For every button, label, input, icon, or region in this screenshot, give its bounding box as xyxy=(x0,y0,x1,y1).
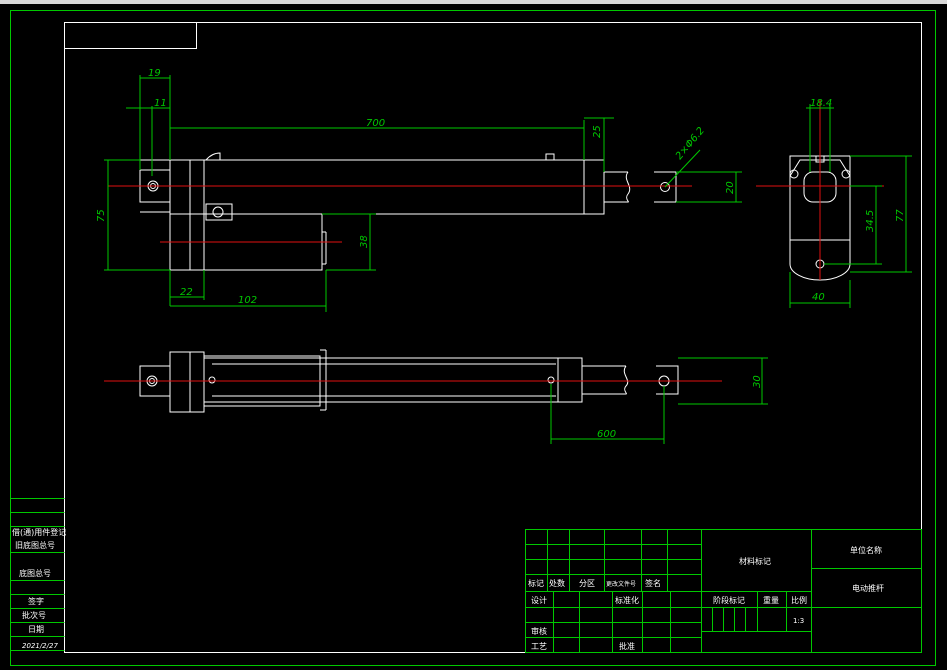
dim-700: 700 xyxy=(366,118,385,129)
strip-borrow-reg: 借(通)用件登记 xyxy=(12,527,66,537)
strip-signature: 签字 xyxy=(28,596,44,606)
tb-biaozhunhua: 标准化 xyxy=(615,595,639,605)
side-view-dimensions xyxy=(789,104,912,308)
tb-jieduan: 阶段标记 xyxy=(713,595,745,605)
tb-pizhun: 批准 xyxy=(619,641,635,651)
extended-view-dimensions xyxy=(550,357,768,444)
dim-102: 102 xyxy=(238,295,257,306)
tb-sheji: 设计 xyxy=(531,595,547,605)
dim-hole: 2×Φ6.2 xyxy=(674,125,707,162)
front-view xyxy=(139,152,677,271)
strip-date-value: 2021/2/27 xyxy=(22,642,58,650)
extended-view-dim-text: 30 600 xyxy=(597,375,763,440)
drawing-frame xyxy=(10,10,936,666)
title-block xyxy=(525,529,922,653)
tb-danwei: 单位名称 xyxy=(850,545,882,555)
dim-34-5: 34.5 xyxy=(865,210,876,232)
dim-22: 22 xyxy=(180,287,193,298)
title-block-text: 标记 处数 分区 更改文件号 签名 设计 标准化 审核 工艺 批准 材料标记 阶… xyxy=(528,545,884,651)
strip-base-number: 底图总号 xyxy=(19,568,51,578)
strip-date: 日期 xyxy=(28,625,44,634)
tb-bili: 比例 xyxy=(791,595,807,605)
dim-25: 25 xyxy=(592,125,603,138)
tb-fenqu: 分区 xyxy=(579,579,595,588)
front-view-dimensions xyxy=(104,75,742,312)
dim-75: 75 xyxy=(96,209,107,222)
strip-old-number: 旧底图总号 xyxy=(15,540,55,550)
dim-18-4: 18.4 xyxy=(810,98,832,109)
side-view-dim-text: 18.4 77 34.5 40 xyxy=(810,98,906,303)
dim-77: 77 xyxy=(895,209,906,222)
tb-qianming: 签名 xyxy=(645,578,661,588)
front-view-centerline xyxy=(108,185,692,243)
strip-batch: 批次号 xyxy=(22,610,46,620)
tb-gongyi: 工艺 xyxy=(531,642,547,651)
tb-chushu: 处数 xyxy=(549,578,565,588)
dim-600: 600 xyxy=(597,429,616,440)
tb-biaoji: 标记 xyxy=(528,578,544,588)
top-toolbar-strip xyxy=(0,0,947,4)
tb-zhongliang: 重量 xyxy=(763,595,779,605)
left-info-strip xyxy=(10,498,65,651)
tb-bili-value: 1:3 xyxy=(793,617,804,625)
left-info-strip-text: 借(通)用件登记 旧底图总号 底图总号 签字 批次号 日期 2021/2/27 xyxy=(12,527,66,650)
dim-38: 38 xyxy=(359,235,370,248)
side-view-centerline xyxy=(756,100,884,280)
tb-gengai: 更改文件号 xyxy=(606,580,636,588)
tb-shenhe: 审核 xyxy=(531,626,547,636)
dim-19: 19 xyxy=(148,68,161,79)
dim-30: 30 xyxy=(752,375,763,388)
dim-11: 11 xyxy=(154,98,167,109)
tb-cailiao: 材料标记 xyxy=(739,556,771,566)
dim-40: 40 xyxy=(812,292,825,303)
dim-20: 20 xyxy=(725,181,736,194)
tb-name: 电动推杆 xyxy=(852,583,884,593)
